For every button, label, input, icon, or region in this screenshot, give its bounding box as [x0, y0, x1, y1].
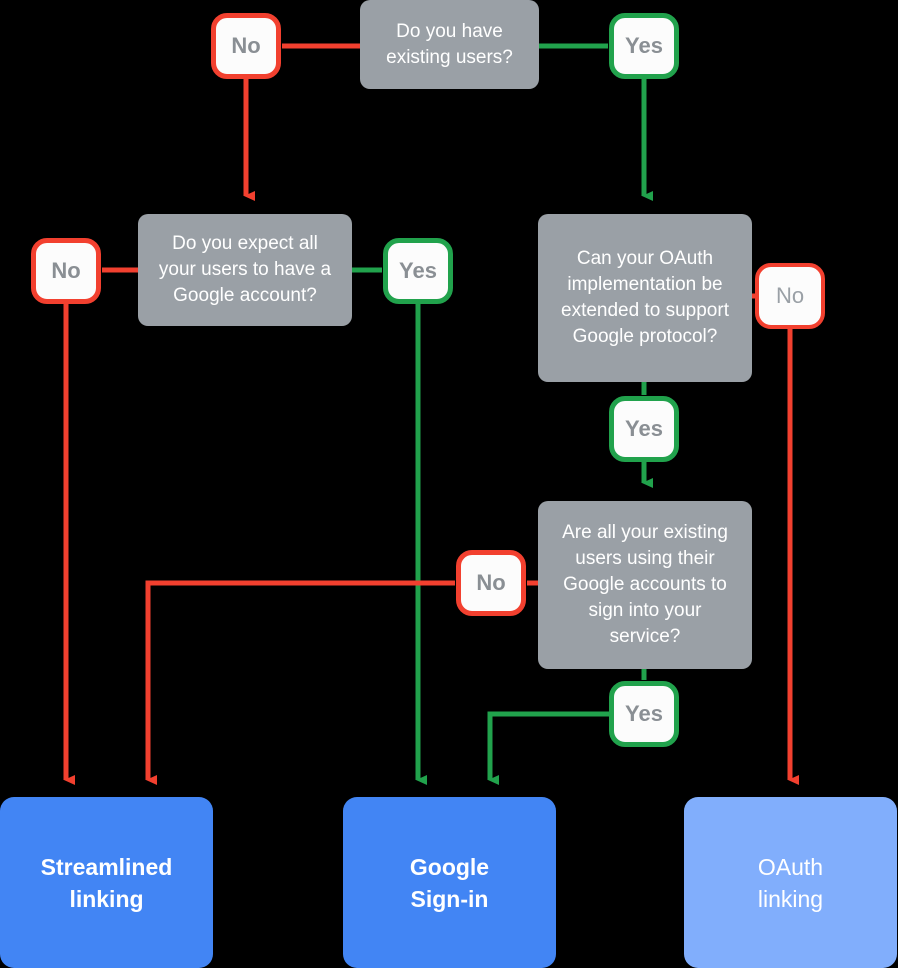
- result-streamlined-linking: Streamlined linking: [0, 797, 213, 968]
- label-q3-no: No: [755, 263, 825, 329]
- result-google-signin: Google Sign-in: [343, 797, 556, 968]
- label-q4-yes-text: Yes: [625, 701, 663, 726]
- label-q4-yes: Yes: [609, 681, 679, 747]
- result-oauth-line1: OAuth: [757, 853, 824, 880]
- edge-q4-no-to-streamlined: [145, 580, 455, 785]
- decision-users-google-signin: Are all your existing users using their …: [538, 501, 752, 669]
- label-q3-yes-text: Yes: [625, 416, 663, 441]
- label-q3-no-text: No: [775, 283, 805, 308]
- result-oauth-linking: OAuth linking: [684, 797, 897, 968]
- decision-oauth-extendable-text: Can your OAuth implementation be extende…: [561, 248, 729, 347]
- result-streamlined-line2: linking: [69, 885, 144, 912]
- decision-oauth-extendable: Can your OAuth implementation be extende…: [538, 214, 752, 382]
- decision-users-google-signin-text: Are all your existing users using their …: [562, 522, 728, 647]
- result-streamlined-line1: Streamlined: [40, 853, 173, 880]
- label-q2-yes: Yes: [383, 238, 453, 304]
- decision-google-account-text: Do you expect all your users to have a G…: [158, 233, 332, 306]
- label-q1-no-text: No: [231, 33, 261, 58]
- label-q2-yes-text: Yes: [399, 258, 437, 283]
- decision-existing-users-text: Do you have existing users?: [386, 20, 513, 68]
- result-google-signin-line2: Sign-in: [410, 885, 489, 912]
- label-q1-yes: Yes: [609, 13, 679, 79]
- decision-existing-users: Do you have existing users?: [360, 0, 539, 89]
- label-q2-no: No: [31, 238, 101, 304]
- result-oauth-line2: linking: [757, 885, 824, 912]
- label-q2-no-text: No: [51, 258, 81, 283]
- label-q3-yes: Yes: [609, 396, 679, 462]
- decision-google-account: Do you expect all your users to have a G…: [138, 214, 352, 326]
- label-q4-no: No: [456, 550, 526, 616]
- result-google-signin-line1: Google: [409, 853, 490, 880]
- label-q1-yes-text: Yes: [625, 33, 663, 58]
- label-q4-no-text: No: [476, 570, 506, 595]
- label-q1-no: No: [211, 13, 281, 79]
